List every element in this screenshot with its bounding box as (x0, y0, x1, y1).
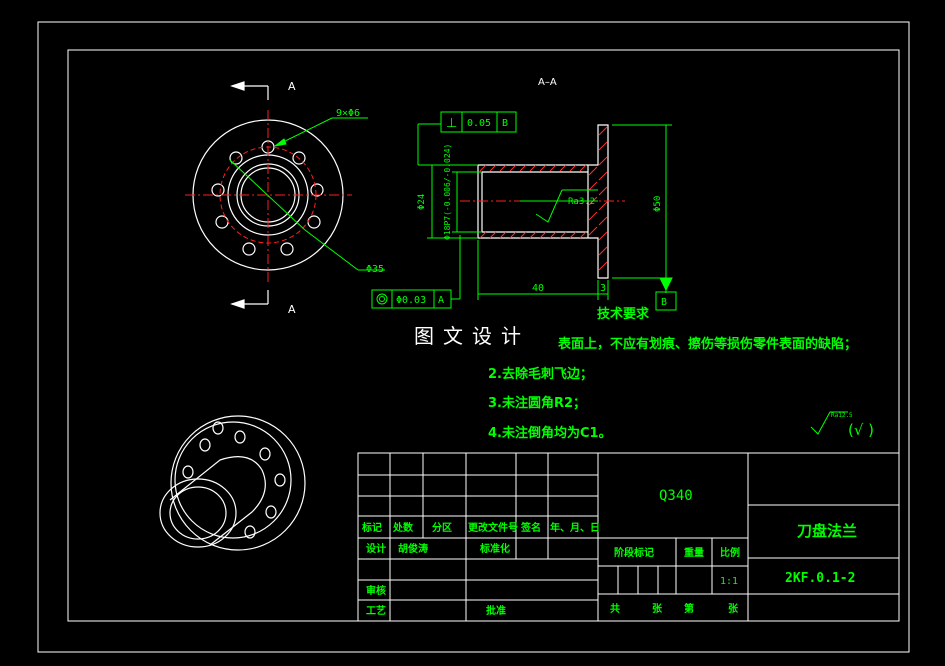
isometric-view (159, 415, 306, 551)
sheet-label-2: 张 (728, 602, 739, 615)
coaxiality-frame (371, 235, 461, 309)
tech-req-item-3: 3.未注圆角R2； (488, 395, 586, 411)
bore-outer-dimension: Φ24 (417, 194, 427, 210)
col-sign: 签名 (520, 521, 541, 534)
total-label: 共 (610, 602, 620, 615)
col-zone: 分区 (432, 521, 452, 534)
surface-finish-symbol (810, 411, 848, 435)
section-title: A–A (538, 77, 557, 88)
section-marker-bottom: A (288, 303, 296, 316)
review-label: 审核 (366, 584, 386, 597)
standardize-label: 标准化 (479, 542, 510, 555)
perpendicularity-value: 0.05 (467, 118, 491, 129)
drawing-number: 2KF.0.1-2 (785, 571, 855, 586)
section-dimensions (417, 124, 673, 300)
approve-label: 批准 (486, 604, 506, 617)
weight-label: 重量 (684, 546, 704, 559)
section-hatching (479, 126, 608, 271)
coaxiality-datum: A (438, 295, 444, 306)
sheet-label: 张 (652, 602, 663, 615)
col-count: 处数 (392, 521, 414, 534)
tech-req-item-4: 4.未注倒角均为C1。 (488, 425, 612, 441)
surface-finish-bracket: (√ ) (848, 421, 874, 439)
title-block (357, 452, 900, 622)
watermark: 图文设计 (414, 324, 530, 348)
scale-label: 比例 (720, 546, 740, 559)
section-cut-markers (230, 81, 269, 309)
flange-thickness-dimension: 3 (600, 283, 606, 294)
roughness-label: Ra3.2 (568, 197, 595, 207)
outer-frame (37, 21, 910, 653)
material-label: Q340 (659, 488, 693, 504)
length-dimension: 40 (532, 283, 544, 294)
process-label: 工艺 (366, 604, 386, 617)
bore-fit-dimension: Φ18P7(-0.006/-0.024) (443, 144, 452, 240)
datum-b-label: B (661, 297, 667, 308)
coaxiality-value: Φ0.03 (396, 295, 426, 306)
bolt-circle-dimension: Φ35 (366, 264, 384, 275)
scale-value: 1:1 (720, 576, 738, 587)
perpendicularity-symbol: ⊥ (446, 116, 457, 131)
surface-finish-value: Ra12.5 (831, 412, 853, 419)
tech-req-item-1: 表面上，不应有划痕、擦伤等损伤零件表面的缺陷； (557, 336, 857, 352)
part-name: 刀盘法兰 (797, 522, 857, 540)
col-date: 年、月、日 (550, 521, 600, 534)
tech-req-item-2: 2.去除毛刺飞边； (488, 366, 593, 382)
datum-b-box (655, 291, 677, 311)
front-view-leaders (229, 117, 385, 271)
flange-dia-dimension: Φ50 (653, 196, 663, 212)
design-label: 设计 (366, 542, 386, 555)
designer-name: 胡俊涛 (398, 542, 428, 555)
col-mark: 标记 (361, 521, 382, 534)
holes-dimension: 9×Φ6 (336, 108, 360, 119)
section-marker-left: A (288, 80, 296, 93)
tech-req-title: 技术要求 (597, 306, 650, 322)
section-view (477, 124, 609, 279)
perpendicularity-frame (418, 111, 517, 133)
stage-label: 阶段标记 (614, 546, 654, 559)
col-doc: 更改文件号 (468, 521, 518, 534)
perpendicularity-datum: B (502, 118, 508, 129)
number-label: 第 (684, 602, 694, 615)
